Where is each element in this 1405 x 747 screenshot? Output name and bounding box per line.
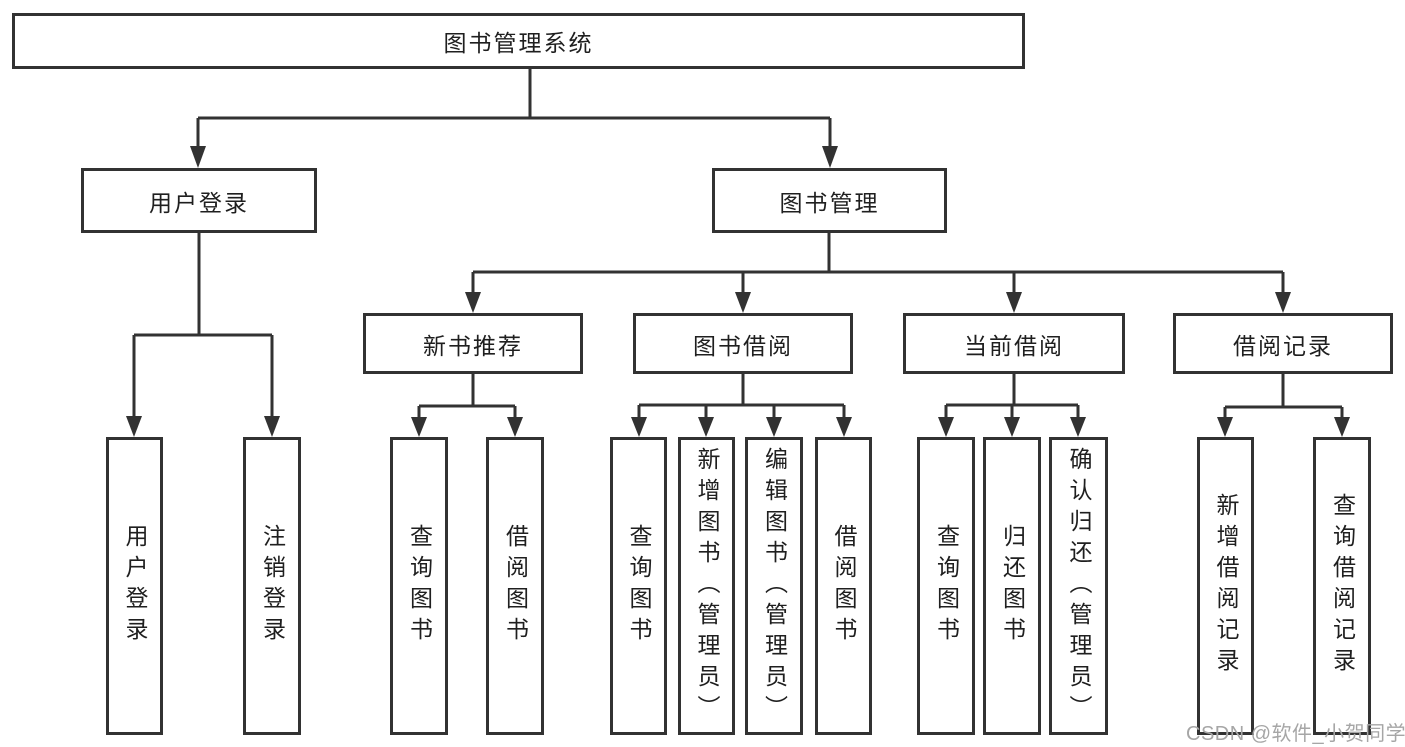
arrow-icon — [190, 146, 206, 168]
leaf-borrow-books-recommend: 借阅图书 — [486, 437, 544, 735]
connector-book-mgmt-to-level3 — [471, 233, 1285, 296]
arrow-icon — [631, 417, 647, 437]
arrow-icon — [766, 417, 782, 437]
leaf-confirm-return-admin: 确认归还（管理员） — [1049, 437, 1108, 735]
node-new-book-recommendation: 新书推荐 — [363, 313, 583, 374]
node-borrowing-records: 借阅记录 — [1173, 313, 1393, 374]
arrow-icon — [735, 292, 751, 313]
arrow-icon — [264, 416, 280, 437]
node-library-management-system: 图书管理系统 — [12, 13, 1025, 69]
arrow-icon — [507, 417, 523, 437]
arrow-icon — [1275, 292, 1291, 313]
arrow-icon — [1217, 417, 1233, 437]
connector-root-to-level2 — [196, 69, 832, 150]
arrow-icon — [698, 417, 714, 437]
leaf-query-borrow-record: 查询借阅记录 — [1313, 437, 1371, 735]
leaf-query-books-current: 查询图书 — [917, 437, 975, 735]
leaf-add-borrow-record: 新增借阅记录 — [1197, 437, 1254, 735]
leaf-user-login: 用户登录 — [106, 437, 163, 735]
leaf-edit-books-admin: 编辑图书（管理员） — [745, 437, 803, 735]
csdn-watermark: CSDN @软件_小贺同学 — [1186, 723, 1405, 745]
arrow-icon — [822, 146, 838, 168]
node-book-borrowing: 图书借阅 — [633, 313, 853, 374]
connector-new-book-rec-group — [417, 374, 517, 421]
node-current-borrowing: 当前借阅 — [903, 313, 1125, 374]
leaf-logout: 注销登录 — [243, 437, 301, 735]
connector-user-login-group — [132, 233, 274, 420]
leaf-add-books-admin: 新增图书（管理员） — [678, 437, 735, 735]
arrow-icon — [836, 417, 852, 437]
arrow-icon — [1070, 417, 1086, 437]
arrow-icon — [1004, 417, 1020, 437]
leaf-query-books-borrow: 查询图书 — [610, 437, 667, 735]
leaf-borrow-books: 借阅图书 — [815, 437, 872, 735]
arrow-icon — [465, 292, 481, 313]
connector-borrow-records-group — [1223, 374, 1344, 421]
leaf-query-books-recommend: 查询图书 — [390, 437, 448, 735]
arrowheads — [126, 146, 1350, 437]
node-user-login: 用户登录 — [81, 168, 317, 233]
arrow-icon — [126, 416, 142, 437]
connector-current-borrow-group — [944, 374, 1080, 421]
connector-book-borrow-group — [637, 374, 846, 421]
arrow-icon — [938, 417, 954, 437]
arrow-icon — [411, 417, 427, 437]
node-book-management: 图书管理 — [712, 168, 947, 233]
arrow-icon — [1334, 417, 1350, 437]
leaf-return-books: 归还图书 — [983, 437, 1041, 735]
arrow-icon — [1006, 292, 1022, 313]
